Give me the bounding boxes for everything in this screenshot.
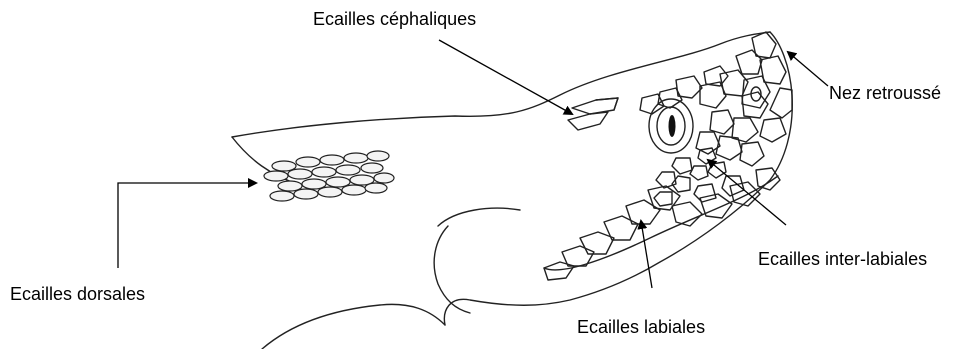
callout-arrows	[118, 40, 828, 288]
label-nez-retrousse: Nez retroussé	[829, 84, 941, 102]
arrow-inter-labiales	[708, 160, 786, 225]
arrow-labiales	[641, 221, 652, 288]
arrow-nez	[788, 52, 828, 86]
label-ecailles-dorsales: Ecailles dorsales	[10, 285, 145, 303]
dorsal-scales	[264, 151, 394, 201]
eye	[649, 99, 693, 153]
label-ecailles-cephaliques: Ecailles céphaliques	[313, 10, 476, 28]
arrow-cephaliques	[439, 40, 572, 114]
arrow-dorsales	[118, 183, 256, 268]
inter-labial-scales	[654, 148, 744, 206]
label-ecailles-inter-labiales: Ecailles inter-labiales	[758, 250, 927, 268]
head-scales	[568, 32, 792, 166]
label-ecailles-labiales: Ecailles labiales	[577, 318, 705, 336]
labial-scales	[544, 168, 780, 280]
snake-head-outline	[232, 32, 792, 349]
